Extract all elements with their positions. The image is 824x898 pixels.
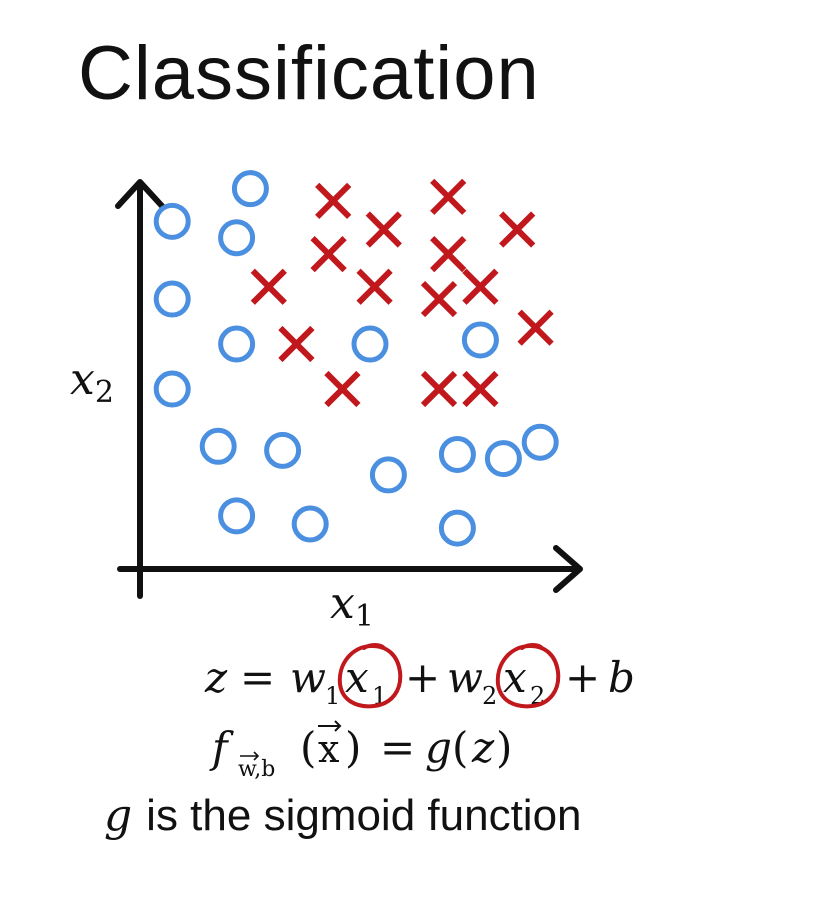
eq-w1-sub: 1 [325, 682, 340, 710]
eq-g: g [425, 723, 452, 772]
circle-point-2 [218, 219, 256, 257]
cross-point-8 [420, 280, 458, 318]
circle-point-8 [199, 427, 237, 465]
eq-z: z [204, 653, 228, 702]
cross-point-5 [430, 235, 467, 273]
circle-point-10 [369, 456, 407, 494]
cross-point-2 [365, 211, 402, 248]
vector-arrow-w [240, 751, 260, 761]
eq-arg-x: x [318, 727, 339, 771]
note-g: g [104, 790, 133, 841]
cross-point-12 [324, 370, 361, 408]
sigmoid-note: g is the sigmoid function [104, 790, 582, 841]
eq-g-close: ) [496, 723, 512, 772]
eq-w2-sub: 2 [482, 682, 497, 710]
annotation-circle-x1 [337, 643, 403, 709]
linear-equation: z = w 1 x 1 + w 2 x 2 + b [204, 653, 635, 710]
eq-f-equals: = [380, 723, 415, 772]
eq-x1: x [345, 653, 369, 702]
eq-close-paren: ) [345, 723, 361, 772]
eq-f: f [209, 723, 234, 772]
y-axis-label: x2 [70, 354, 114, 410]
circle-point-0 [231, 170, 269, 208]
cross-point-10 [517, 309, 554, 346]
eq-f-sub-text: w,b [238, 757, 275, 782]
cross-point-11 [278, 325, 315, 363]
eq-open-paren: ( [300, 723, 316, 772]
svg-text:x2: x2 [70, 354, 114, 410]
x-axis-arrowhead [553, 545, 583, 593]
circle-point-16 [438, 509, 476, 547]
page-title: Classification [78, 31, 540, 116]
eq-g-open: ( [452, 723, 468, 772]
circle-point-15 [291, 505, 329, 543]
cross-point-13 [420, 370, 458, 408]
circle-point-9 [264, 431, 302, 469]
circle-point-1 [153, 202, 191, 240]
svg-text:x1: x1 [330, 578, 374, 634]
circle-point-7 [153, 370, 191, 408]
y-axis-arrowhead [115, 179, 165, 209]
cross-point-7 [356, 268, 393, 305]
cross-point-3 [499, 211, 536, 248]
cross-point-0 [315, 182, 352, 220]
circle-point-14 [218, 497, 256, 535]
vector-arrow-x [318, 720, 342, 732]
annotations [337, 643, 561, 709]
annotation-circle-x2 [495, 643, 561, 709]
eq-plus-1: + [405, 653, 440, 702]
eq-plus-2: + [565, 653, 600, 702]
data-marks [153, 170, 559, 547]
model-equation: f w,b ( x ) = g ( z ) [209, 720, 512, 782]
circle-point-4 [218, 325, 256, 363]
circle-point-6 [461, 321, 499, 359]
cross-point-14 [462, 370, 499, 408]
cross-point-4 [310, 235, 347, 273]
cross-point-1 [430, 178, 467, 215]
eq-w1: w [290, 653, 326, 702]
circle-point-5 [351, 325, 389, 363]
x-axis-label: x1 [330, 578, 374, 634]
circle-point-13 [484, 440, 522, 478]
axes [115, 179, 583, 599]
eq-f-subscript: w,b [238, 757, 275, 782]
cross-point-6 [250, 268, 287, 305]
eq-x2: x [503, 653, 527, 702]
circle-point-3 [153, 280, 191, 318]
eq-w2: w [447, 653, 483, 702]
circle-point-12 [521, 423, 559, 461]
eq-g-z: z [471, 723, 495, 772]
eq-b: b [608, 653, 635, 702]
cross-point-9 [462, 268, 499, 305]
note-text: is the sigmoid function [146, 791, 582, 840]
eq-equals: = [240, 653, 275, 702]
circle-point-11 [438, 435, 476, 473]
